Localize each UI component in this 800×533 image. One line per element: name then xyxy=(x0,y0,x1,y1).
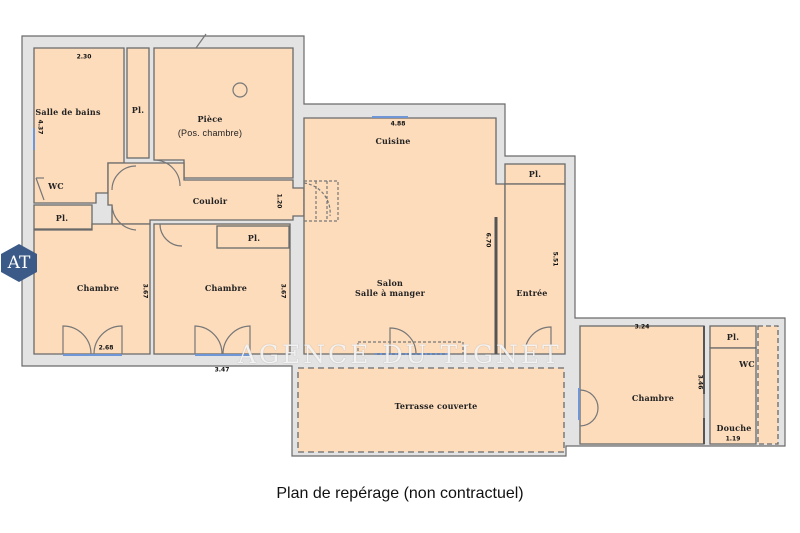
room-label-salle-de-bains: Salle de bains xyxy=(35,107,101,117)
room-label-wc: WC xyxy=(739,359,755,369)
dimension-label: 4.37 xyxy=(36,119,44,135)
dimension-label: 2.30 xyxy=(76,53,92,61)
room-label-placard: Pl. xyxy=(726,332,740,342)
room-label-placard: Pl. xyxy=(247,233,261,243)
room-label-chambre: Chambre xyxy=(631,393,675,403)
room-label-placard: Pl. xyxy=(131,105,145,115)
room-label-chambre: Chambre xyxy=(204,283,248,293)
hexagon-logo-icon xyxy=(1,244,37,282)
plan-caption: Plan de repérage (non contractuel) xyxy=(276,485,524,502)
dimension-label: 4.88 xyxy=(390,120,406,128)
dimension-label: 3.47 xyxy=(214,366,230,374)
agency-logo-badge: AT xyxy=(0,243,38,283)
room-sublabel-piece: (Pos. chambre) xyxy=(177,128,243,138)
room-label-placard: Pl. xyxy=(528,169,542,179)
dimension-label: 1.20 xyxy=(275,193,283,209)
room-label-terrasse: Terrasse couverte xyxy=(394,401,478,411)
dimension-label: 5.51 xyxy=(551,251,559,267)
dimension-label: 3.46 xyxy=(696,374,704,390)
doors xyxy=(35,33,705,444)
room-label-chambre: Chambre xyxy=(76,283,120,293)
dimension-label: 3.67 xyxy=(141,283,149,299)
room-label-entree: Entrée xyxy=(516,288,548,298)
room-label-placard: Pl. xyxy=(55,213,69,223)
room-label-wc: WC xyxy=(48,181,64,191)
room-label-couloir: Couloir xyxy=(192,196,228,206)
agency-watermark: AGENCE DU TIGNET xyxy=(238,340,562,369)
room-label-salon: Salon xyxy=(376,278,404,288)
logo-text: AT xyxy=(7,253,31,273)
room-label-piece: Pièce xyxy=(197,114,223,124)
floors xyxy=(33,47,779,453)
room-label-cuisine: Cuisine xyxy=(375,136,411,146)
dimension-label: 6.70 xyxy=(484,232,492,248)
room-sublabel-salon: Salle à manger xyxy=(354,288,426,298)
dimension-label: 3.24 xyxy=(634,323,650,331)
room-label-douche: Douche xyxy=(716,423,752,433)
dimension-label: 2.68 xyxy=(98,344,114,352)
dimension-label: 3.67 xyxy=(279,283,287,299)
dimension-label: 1.19 xyxy=(725,435,741,443)
